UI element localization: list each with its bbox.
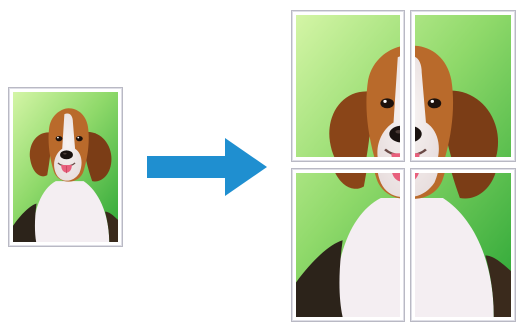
beagle-photo-part bbox=[296, 15, 400, 157]
beagle-photo-part bbox=[296, 173, 400, 317]
beagle-photo-part bbox=[415, 15, 511, 157]
beagle-photo-part bbox=[415, 173, 511, 317]
original-photo-frame bbox=[8, 87, 123, 247]
tile-bottom-right bbox=[410, 168, 516, 322]
tile-bottom-left bbox=[291, 168, 405, 322]
right-arrow-icon bbox=[147, 138, 267, 196]
beagle-photo bbox=[13, 92, 118, 242]
tile-top-left bbox=[291, 10, 405, 162]
tile-top-right bbox=[410, 10, 516, 162]
